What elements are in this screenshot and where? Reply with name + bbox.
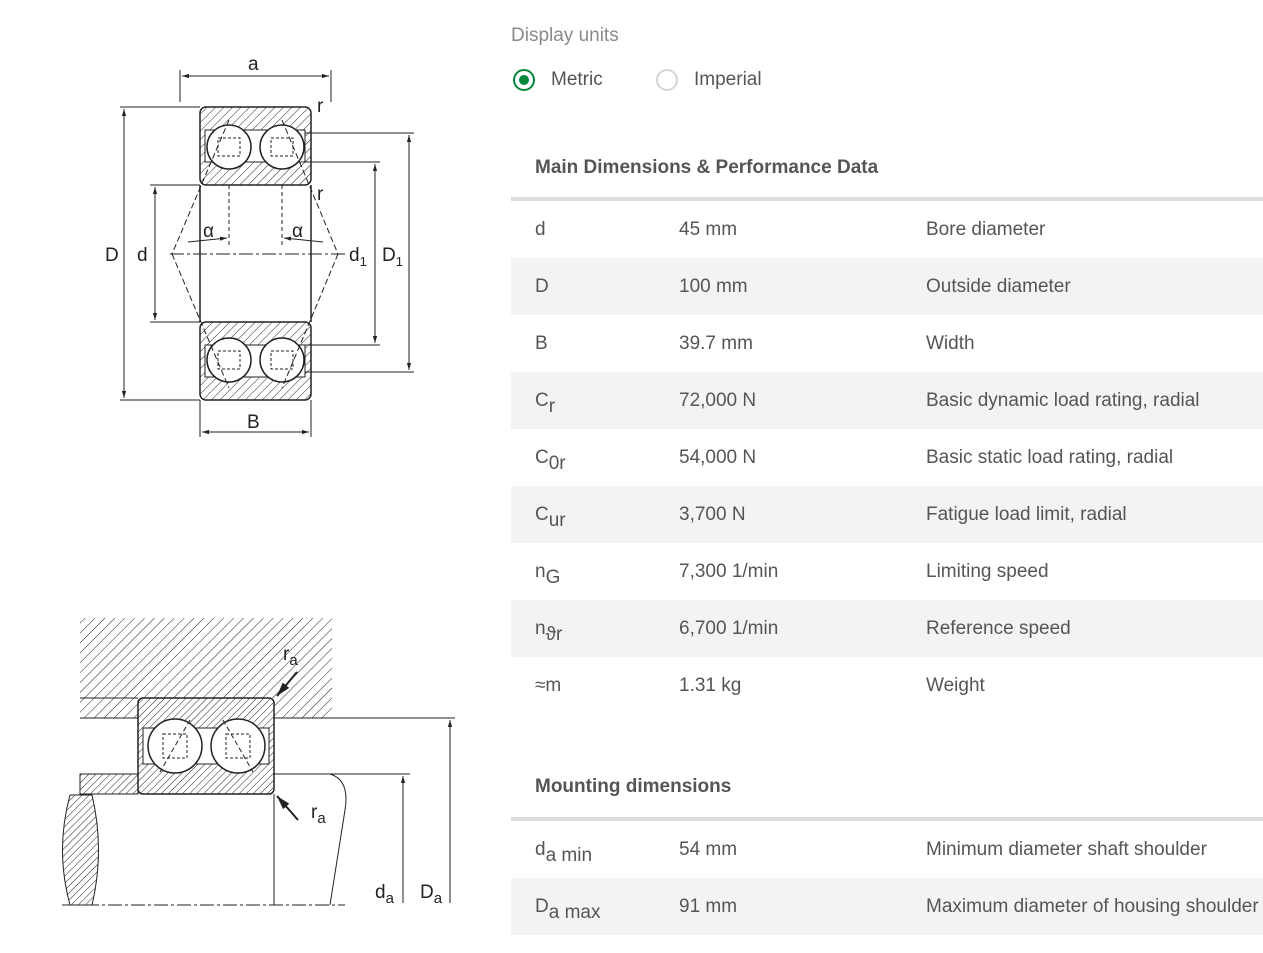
imperial-label[interactable]: Imperial xyxy=(694,69,762,90)
row-symbol: Da max xyxy=(511,895,679,922)
symbol-subscript: a max xyxy=(548,901,601,923)
radio-unchecked-icon[interactable] xyxy=(656,69,678,91)
row-description: Fatigue load limit, radial xyxy=(926,504,1127,525)
symbol-main: n xyxy=(535,617,546,639)
symbol-main: D xyxy=(535,275,549,297)
main-dimensions-title: Main Dimensions & Performance Data xyxy=(535,157,879,178)
symbol-main: C xyxy=(535,446,549,468)
label-D1: D1 xyxy=(382,245,403,269)
symbol-subscript: a min xyxy=(545,844,593,866)
symbol-subscript: ur xyxy=(548,509,566,531)
table-row: d 45 mm Bore diameter xyxy=(511,201,1263,258)
row-symbol: da min xyxy=(511,838,679,865)
label-r: r xyxy=(317,96,324,117)
label-r: r xyxy=(317,184,324,205)
symbol-main: ≈m xyxy=(535,674,562,696)
row-value: 91 mm xyxy=(679,895,738,917)
label-d1: d1 xyxy=(349,245,367,269)
symbol-main: n xyxy=(535,560,546,582)
label-d: d xyxy=(137,245,148,266)
symbol-subscript: 0r xyxy=(548,452,566,474)
row-description: Width xyxy=(926,333,975,354)
radio-checked-icon[interactable] xyxy=(513,69,535,91)
row-value: 100 mm xyxy=(679,275,748,297)
row-value: 3,700 N xyxy=(679,503,746,525)
label-a: a xyxy=(248,54,259,75)
row-symbol: C0r xyxy=(511,446,679,473)
row-description: Weight xyxy=(926,675,985,696)
label-ra: ra xyxy=(283,644,298,669)
row-symbol: d xyxy=(511,219,679,241)
symbol-main: D xyxy=(535,895,549,917)
imperial-radio[interactable]: Imperial xyxy=(656,66,762,94)
symbol-main: B xyxy=(535,332,548,354)
row-value: 72,000 N xyxy=(679,389,757,411)
row-description: Basic static load rating, radial xyxy=(926,447,1174,468)
row-description: Reference speed xyxy=(926,618,1071,639)
row-value: 39.7 mm xyxy=(679,332,753,354)
row-value: 45 mm xyxy=(679,218,738,240)
row-symbol: Cur xyxy=(511,503,679,530)
row-symbol: D xyxy=(511,276,679,298)
row-value: 7,300 1/min xyxy=(679,560,779,582)
row-description: Limiting speed xyxy=(926,561,1049,582)
row-symbol: ≈m xyxy=(511,675,679,697)
display-units-title: Display units xyxy=(511,25,619,46)
row-symbol: nG xyxy=(511,560,679,587)
row-symbol: nϑr xyxy=(511,617,679,644)
symbol-main: d xyxy=(535,218,546,240)
row-description: Bore diameter xyxy=(926,219,1046,240)
row-symbol: Cr xyxy=(511,389,679,416)
label-ra: ra xyxy=(311,802,326,827)
row-description: Maximum diameter of housing shoulder xyxy=(926,896,1259,917)
row-value: 1.31 kg xyxy=(679,674,742,696)
metric-label[interactable]: Metric xyxy=(551,69,603,90)
label-Da: Da xyxy=(420,882,443,907)
symbol-main: d xyxy=(535,838,546,860)
mounting-drawing: ra ra da Da xyxy=(62,618,455,907)
symbol-subscript: ϑr xyxy=(545,623,563,645)
row-description: Basic dynamic load rating, radial xyxy=(926,390,1200,411)
row-symbol: B xyxy=(511,333,679,355)
label-D: D xyxy=(105,245,119,266)
symbol-main: C xyxy=(535,389,549,411)
label-alpha: α xyxy=(203,221,214,242)
row-value: 54,000 N xyxy=(679,446,757,468)
metric-radio[interactable]: Metric xyxy=(513,66,603,94)
symbol-subscript: r xyxy=(548,395,556,417)
table-row: ≈m 1.31 kg Weight xyxy=(511,657,1263,714)
symbol-subscript: G xyxy=(545,566,561,588)
table-row: B 39.7 mm Width xyxy=(511,315,1263,372)
symbol-main: C xyxy=(535,503,549,525)
row-description: Outside diameter xyxy=(926,276,1071,297)
label-B: B xyxy=(247,412,260,433)
label-da: da xyxy=(375,882,395,907)
label-alpha: α xyxy=(292,221,303,242)
row-description: Minimum diameter shaft shoulder xyxy=(926,839,1207,860)
table-row: D 100 mm Outside diameter xyxy=(511,258,1263,315)
bearing-section-drawing: a r r α α D d d1 D1 B xyxy=(105,54,414,437)
row-value: 6,700 1/min xyxy=(679,617,779,639)
row-value: 54 mm xyxy=(679,838,738,860)
mounting-dimensions-title: Mounting dimensions xyxy=(535,776,732,797)
